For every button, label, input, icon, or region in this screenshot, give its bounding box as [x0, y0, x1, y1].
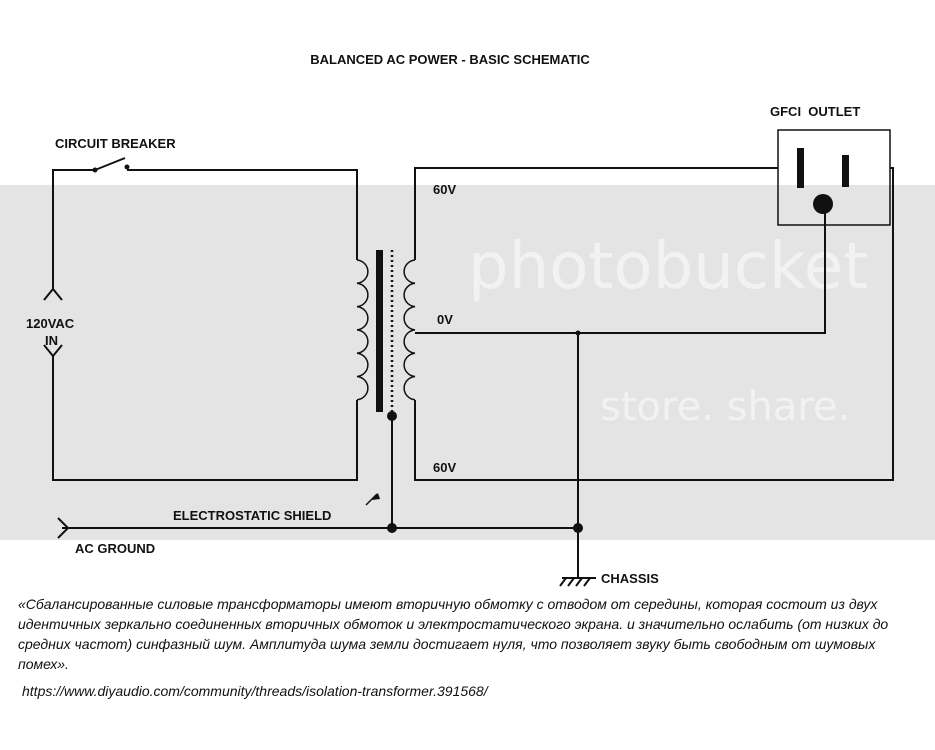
- primary-top-wire: [52, 169, 358, 290]
- input-terminal-top-icon: [43, 287, 63, 301]
- ac-ground-label: AC GROUND: [75, 541, 155, 556]
- center-tap-wire: [415, 205, 826, 334]
- circuit-breaker-switch-icon: [94, 157, 126, 171]
- input-label-in: IN: [45, 333, 58, 348]
- wiring: [43, 129, 894, 587]
- source-link[interactable]: https://www.diyaudio.com/community/threa…: [22, 683, 488, 699]
- gfci-outlet-box: [777, 129, 891, 226]
- secondary-coil-icon: [403, 259, 416, 401]
- outlet-label: GFCI OUTLET: [770, 104, 860, 119]
- arrowhead-icon: [372, 493, 380, 500]
- breaker-contact-icon: [92, 167, 98, 173]
- junction-dot: [387, 411, 397, 421]
- outlet-ground-pin-icon: [813, 194, 833, 214]
- circuit-breaker-label: CIRCUIT BREAKER: [55, 136, 176, 151]
- watermark-slogan: store. share.: [600, 384, 850, 430]
- input-terminal-bottom-icon: [43, 344, 63, 358]
- shield-pointer-arrow-icon: [365, 493, 378, 506]
- ground-terminal-icon: [57, 517, 70, 539]
- bottom-voltage-label: 60V: [433, 460, 456, 475]
- primary-bottom-wire: [52, 355, 358, 481]
- diagram-title: BALANCED AC POWER - BASIC SCHEMATIC: [310, 52, 590, 67]
- outlet-neutral-slot-icon: [842, 155, 849, 187]
- chassis-ground-icon: [559, 577, 596, 587]
- transformer-core-icon: [376, 250, 383, 412]
- caption-text: «Сбалансированные силовые трансформаторы…: [18, 596, 889, 672]
- junction-dot: [387, 523, 397, 533]
- secondary-wire: [414, 167, 894, 481]
- caption-block: «Сбалансированные силовые трансформаторы…: [18, 594, 923, 700]
- ground-wire: [62, 415, 578, 529]
- breaker-contact-icon: [124, 164, 130, 170]
- primary-coil-icon: [356, 259, 369, 401]
- top-voltage-label: 60V: [433, 182, 456, 197]
- shield-label: ELECTROSTATIC SHIELD: [173, 508, 331, 523]
- input-label: 120VAC: [26, 316, 75, 331]
- junction-dot: [573, 523, 583, 533]
- center-voltage-label: 0V: [437, 312, 453, 327]
- chassis-label: CHASSIS: [601, 571, 659, 586]
- watermark-brand: photobucket: [468, 230, 868, 304]
- junction-dot: [575, 330, 581, 336]
- outlet-hot-slot-icon: [797, 148, 804, 188]
